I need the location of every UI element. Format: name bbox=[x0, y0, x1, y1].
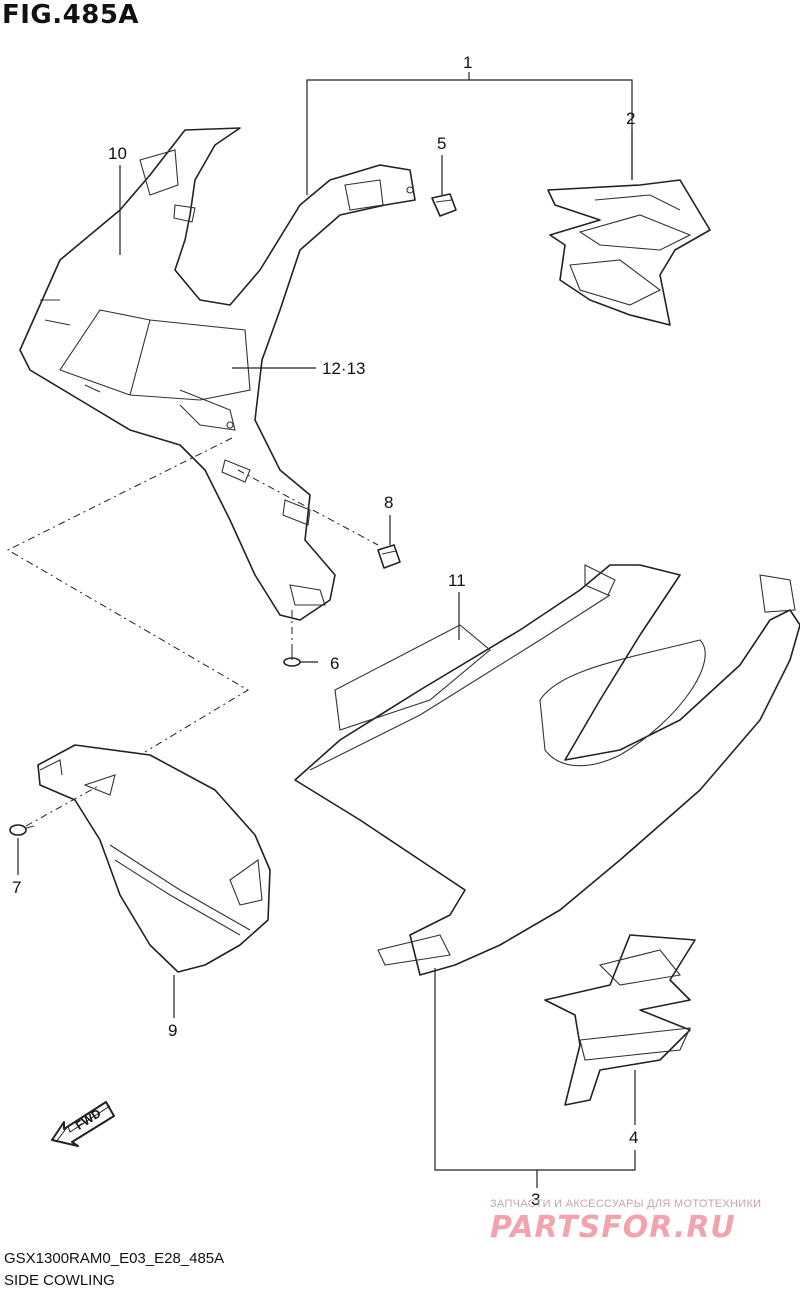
watermark-tagline: ЗАПЧАСТИ И АКСЕССУАРЫ ДЛЯ МОТОТЕХНИКИ bbox=[490, 1198, 762, 1210]
callout-10: 10 bbox=[108, 144, 127, 163]
side-cowling-part[interactable] bbox=[294, 564, 800, 976]
grommet-8-part[interactable] bbox=[377, 544, 401, 569]
screw-6-part[interactable] bbox=[283, 650, 301, 667]
callout-3: 3 bbox=[531, 1190, 540, 1209]
callout-8: 8 bbox=[384, 493, 393, 512]
callout-11: 11 bbox=[448, 571, 466, 590]
figure-title: FIG.485A bbox=[2, 0, 140, 30]
callout-6: 6 bbox=[330, 654, 339, 673]
forward-arrow-icon: FWD bbox=[51, 1101, 115, 1147]
figure-code: GSX1300RAM0_E03_E28_485A bbox=[4, 1250, 225, 1267]
forward-direction-badge: FWD bbox=[48, 1082, 120, 1153]
leader-lines bbox=[6, 72, 636, 1188]
emblem-upper-part[interactable] bbox=[547, 179, 711, 326]
emblem-lower-part[interactable] bbox=[544, 934, 696, 1106]
screw-7-part[interactable] bbox=[9, 824, 35, 836]
figure-name: SIDE COWLING bbox=[4, 1272, 115, 1289]
watermark-site: PARTSFOR.RU bbox=[490, 1210, 736, 1245]
callout-7: 7 bbox=[12, 878, 21, 897]
callout-12-13: 12·13 bbox=[322, 359, 365, 378]
lower-inner-panel-part[interactable] bbox=[37, 744, 271, 973]
callout-5: 5 bbox=[437, 134, 446, 153]
callout-9: 9 bbox=[168, 1021, 177, 1040]
inner-cowling-part[interactable] bbox=[19, 127, 416, 621]
grommet-5-part[interactable] bbox=[431, 193, 457, 217]
callout-2: 2 bbox=[626, 109, 635, 128]
callout-1: 1 bbox=[463, 53, 472, 72]
callout-4: 4 bbox=[629, 1128, 638, 1147]
